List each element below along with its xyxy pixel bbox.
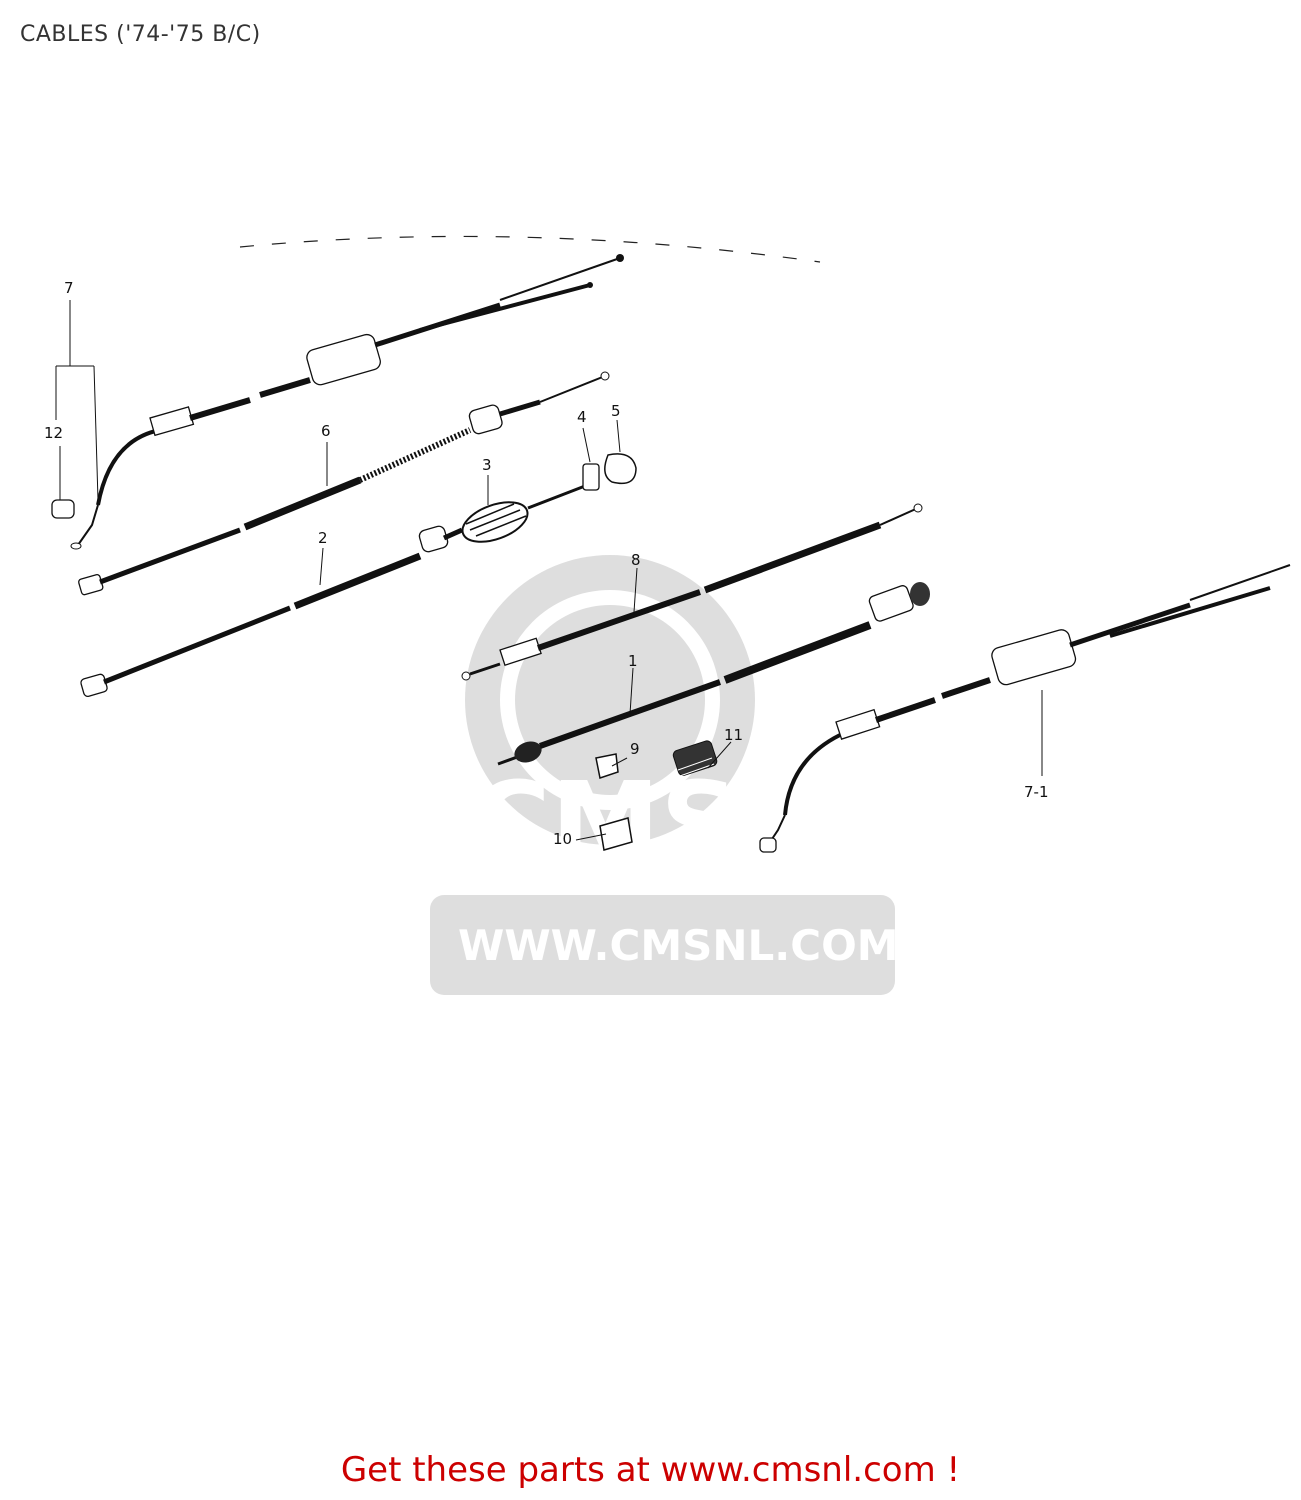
watermark-logo-text: CMS — [470, 758, 739, 886]
footer-link[interactable]: Get these parts at www.cmsnl.com ! — [340, 1450, 961, 1490]
callout-lines — [55, 300, 1043, 841]
callout-1: 1 — [628, 652, 638, 670]
part-5 — [604, 453, 637, 485]
callout-3: 3 — [482, 456, 492, 474]
callout-4: 4 — [577, 408, 587, 426]
watermark-url: WWW.CMSNL.COM — [458, 921, 899, 970]
callout-7-1: 7-1 — [1024, 783, 1049, 801]
callout-6: 6 — [321, 422, 331, 440]
part-4 — [582, 463, 600, 491]
callout-12: 12 — [44, 424, 63, 442]
cable-2 — [80, 525, 464, 698]
part-12 — [51, 499, 75, 519]
callout-10: 10 — [553, 830, 572, 848]
callout-8: 8 — [631, 551, 641, 569]
callout-5: 5 — [611, 402, 621, 420]
part-11 — [672, 740, 718, 777]
cable-7 — [70, 254, 624, 550]
page-title: CABLES ('74-'75 B/C) — [20, 22, 261, 47]
callout-9: 9 — [630, 740, 640, 758]
callout-2: 2 — [318, 529, 328, 547]
part-3-boot — [461, 484, 586, 543]
callout-7: 7 — [64, 279, 74, 297]
watermark-logo: CMS WWW.CMSNL.COM — [430, 555, 899, 995]
cable-8 — [461, 503, 923, 681]
dashed-guide-line — [239, 235, 821, 263]
callout-11: 11 — [724, 726, 743, 744]
cable-6 — [78, 371, 610, 596]
part-10 — [599, 817, 633, 851]
part-9 — [595, 753, 619, 779]
cable-7-1 — [759, 564, 1291, 853]
